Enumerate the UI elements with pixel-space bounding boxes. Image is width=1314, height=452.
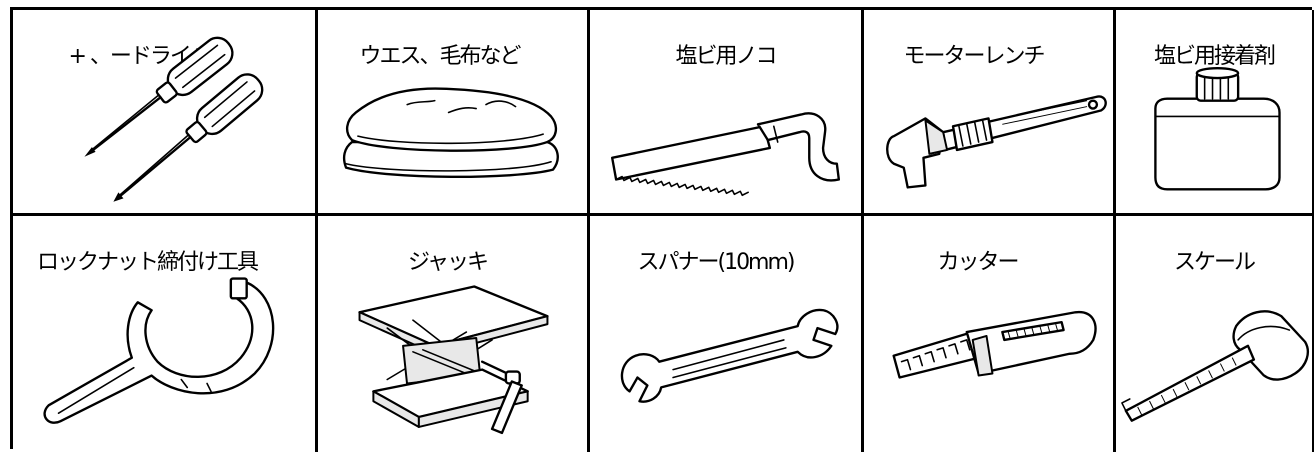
tool-cell-cutter: カッター: [864, 216, 1116, 452]
cutter-knife-icon: [864, 216, 1113, 452]
tool-cell-cloth: ウエス、毛布など: [318, 10, 590, 216]
tool-cell-jack: ジャッキ: [318, 216, 590, 452]
tool-label: ウエス、毛布など: [359, 44, 521, 69]
tool-label: スパナー(10mm): [637, 250, 795, 275]
screwdriver-icon: [13, 10, 315, 213]
tool-cell-screwdriver: + 、ードライバー: [13, 10, 318, 216]
monkey-wrench-icon: [864, 10, 1113, 213]
tape-measure-icon: [1116, 216, 1312, 452]
jack-icon: [318, 216, 587, 452]
tools-table: + 、ードライバー: [10, 7, 1314, 452]
tool-label: スケール: [1173, 250, 1256, 275]
adhesive-bottle-icon: [1116, 10, 1312, 213]
tool-label: 塩ビ用ノコ: [675, 44, 777, 69]
tool-cell-spanner: スパナー(10mm): [590, 216, 864, 452]
tool-cell-adhesive: 塩ビ用接着剤: [1116, 10, 1314, 216]
cloth-icon: [318, 10, 587, 213]
tool-label: 塩ビ用接着剤: [1153, 44, 1276, 69]
tool-label: モーターレンチ: [903, 44, 1045, 69]
tool-cell-tape-measure: スケール: [1116, 216, 1314, 452]
locknut-tool-icon: [13, 216, 315, 452]
tool-cell-monkey-wrench: モーターレンチ: [864, 10, 1116, 216]
spanner-icon: [590, 216, 861, 452]
tool-label: カッター: [937, 250, 1019, 275]
saw-icon: [590, 10, 861, 213]
tool-label: ジャッキ: [408, 250, 489, 275]
tool-label: ロックナット締付け工具: [37, 250, 259, 275]
tool-cell-locknut-tool: ロックナット締付け工具: [13, 216, 318, 452]
tool-cell-saw: 塩ビ用ノコ: [590, 10, 864, 216]
